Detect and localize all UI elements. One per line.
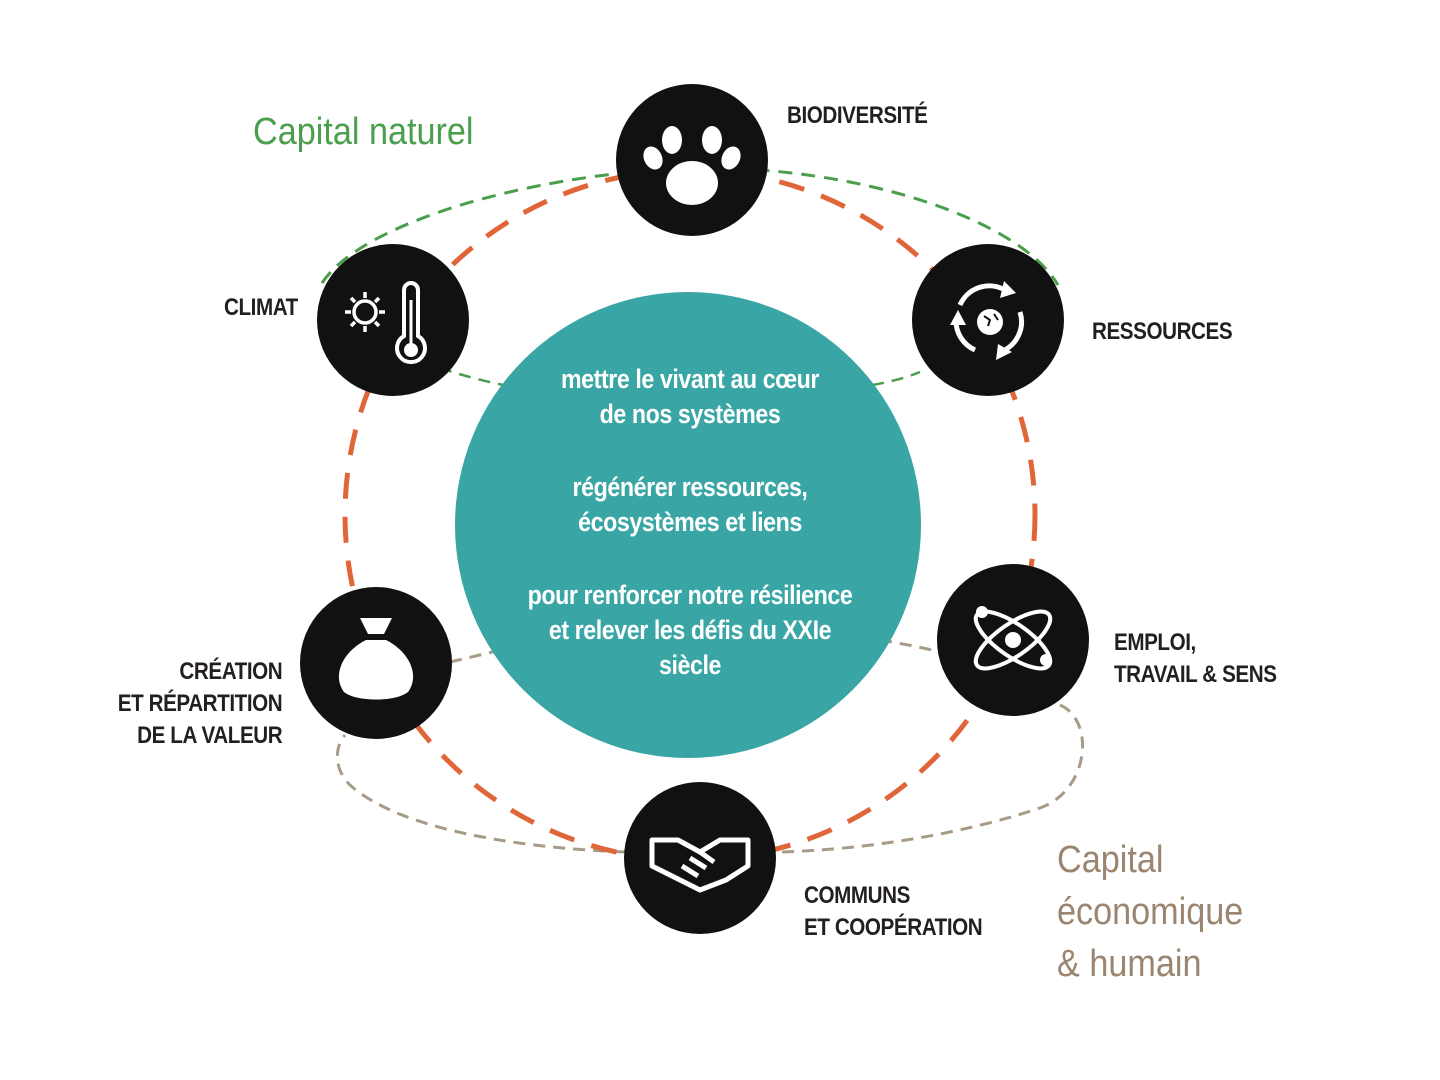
label-ressources: RESSOURCES xyxy=(1092,318,1233,345)
label-biodiversite: BIODIVERSITÉ xyxy=(787,102,928,129)
pillar-emploi xyxy=(937,564,1089,716)
pillar-climat xyxy=(317,244,469,396)
center-statements: mettre le vivant au cœur de nos systèmes… xyxy=(470,362,910,721)
pillar-communs xyxy=(624,782,776,934)
paw-icon xyxy=(643,126,741,205)
money-bag-icon xyxy=(338,618,414,700)
atom-icon xyxy=(973,606,1053,671)
center-circle xyxy=(455,292,921,758)
pillar-ressources xyxy=(912,244,1064,396)
recycle-globe-icon xyxy=(950,281,1025,360)
sun-thermometer-icon xyxy=(345,281,427,365)
pillar-creation xyxy=(300,587,452,739)
statement-resilience: pour renforcer notre résilience et relev… xyxy=(527,580,853,680)
statement-regenerer: régénérer ressources, écosystèmes et lie… xyxy=(572,472,808,537)
label-creation: CRÉATION ET RÉPARTITION DE LA VALEUR xyxy=(117,658,283,749)
label-climat: CLIMAT xyxy=(224,294,298,321)
label-communs: COMMUNS ET COOPÉRATION xyxy=(804,882,983,941)
pillar-biodiversite xyxy=(616,84,768,236)
economic-capital-loop xyxy=(335,638,1084,854)
handshake-icon xyxy=(649,837,751,893)
label-emploi: EMPLOI, TRAVAIL & SENS xyxy=(1114,629,1277,688)
capital-economique-label: Capital économique & humain xyxy=(1057,839,1244,985)
statement-vivant: mettre le vivant au cœur de nos systèmes xyxy=(560,364,820,429)
capital-naturel-label: Capital naturel xyxy=(253,111,474,153)
